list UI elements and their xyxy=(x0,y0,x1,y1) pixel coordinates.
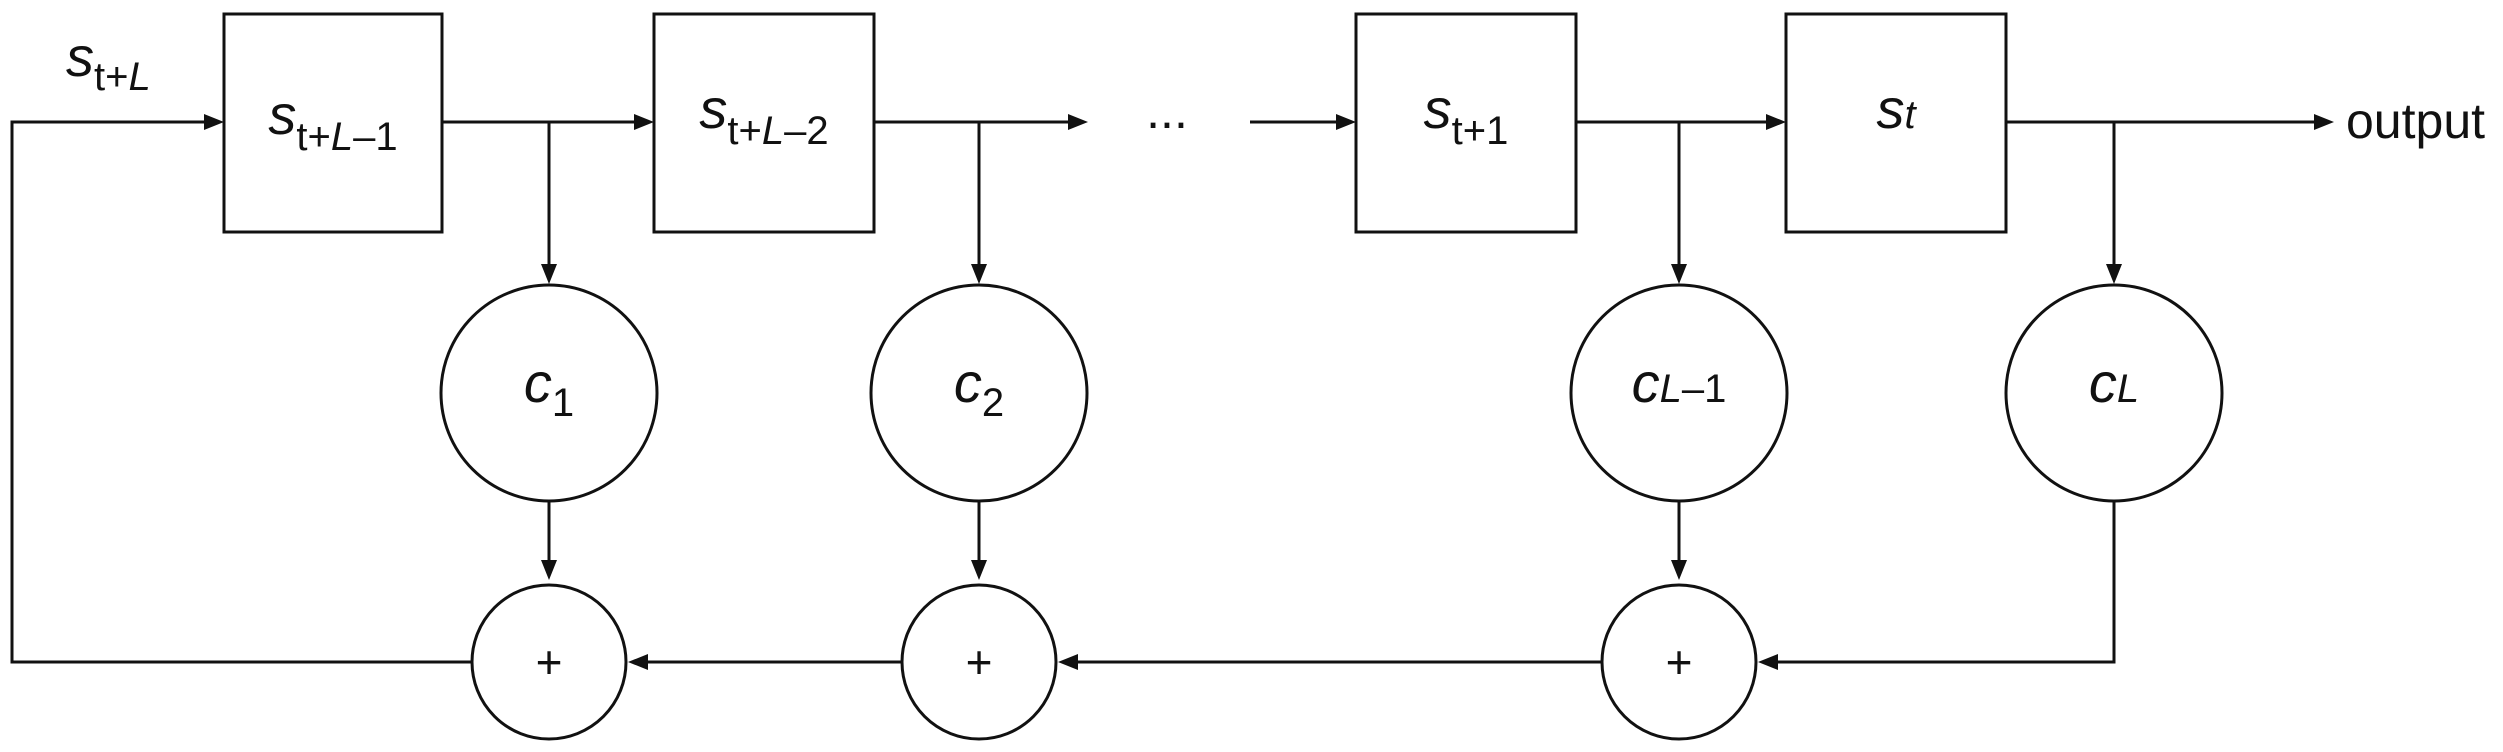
arrow-into-register-2 xyxy=(634,114,654,130)
tap-3-arrow xyxy=(1671,264,1687,284)
coefficient-4-label: cL xyxy=(2089,351,2139,414)
adder-1-circle xyxy=(470,583,628,741)
tap-4-arrow xyxy=(2106,264,2122,284)
coef-2-to-adder-2-arrow xyxy=(971,560,987,580)
output-arrow xyxy=(2314,114,2334,130)
coefficient-1-circle xyxy=(439,283,659,503)
coef-4-to-adder-3-wire xyxy=(1776,502,2116,664)
register-2-label: st+L–2 xyxy=(699,77,828,153)
coefficient-2-circle xyxy=(869,283,1089,503)
adder-2-circle xyxy=(900,583,1058,741)
register-1-label: st+L–1 xyxy=(268,83,397,159)
coefficient-3-circle xyxy=(1569,283,1789,503)
coefficient-4-circle xyxy=(2004,283,2224,503)
adder-2-plus: + xyxy=(966,636,993,688)
register-4-box xyxy=(1784,12,2008,234)
coefficient-2-label: c2 xyxy=(954,351,1004,425)
adder-2-to-adder-1-arrow xyxy=(628,654,648,670)
coefficient-1-label: c1 xyxy=(524,351,574,425)
arrow-into-register-1 xyxy=(204,114,224,130)
register-1-box xyxy=(222,12,444,234)
adder-3-plus: + xyxy=(1666,636,1693,688)
register-3-label: st+1 xyxy=(1424,77,1509,153)
ellipsis: ... xyxy=(1146,83,1188,139)
adder-1-plus: + xyxy=(536,636,563,688)
arrow-into-register-4 xyxy=(1766,114,1786,130)
arrow-to-ellipsis xyxy=(1068,114,1088,130)
adder-3-circle xyxy=(1600,583,1758,741)
register-4-label: st xyxy=(1876,77,1917,140)
tap-1-arrow xyxy=(541,264,557,284)
adder-3-to-adder-2-arrow xyxy=(1058,654,1078,670)
feedback-wire xyxy=(10,120,472,664)
output-label: output xyxy=(2346,93,2485,149)
arrow-into-register-3 xyxy=(1336,114,1356,130)
coef-1-to-adder-1-arrow xyxy=(541,560,557,580)
register-2-box xyxy=(652,12,876,234)
register-3-box xyxy=(1354,12,1578,234)
coefficient-3-label: cL–1 xyxy=(1632,351,1727,414)
coef-3-to-adder-3-arrow xyxy=(1671,560,1687,580)
input-label: st+L xyxy=(66,25,151,99)
tap-2-arrow xyxy=(971,264,987,284)
coef-4-to-adder-3-arrow xyxy=(1758,654,1778,670)
